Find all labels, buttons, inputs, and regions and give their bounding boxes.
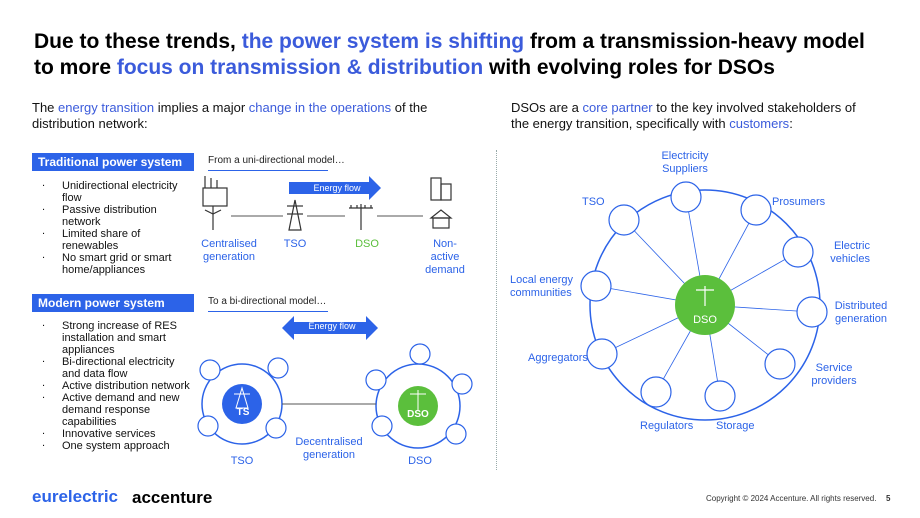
energy-flow-arrow <box>289 176 381 200</box>
stakeholder-service: Service providers <box>811 362 857 387</box>
page-title: Due to these trends, the power system is… <box>34 30 865 79</box>
solar-panel-icon <box>371 415 393 437</box>
non-active-demand-label: Non-active demand <box>425 238 465 276</box>
distribution-pole-icon <box>410 390 426 410</box>
transmission-tower-icon <box>287 199 303 231</box>
aggregators-icon <box>586 338 618 370</box>
stakeholder-distributed: Distributed generation <box>834 300 888 325</box>
modern-bullets: Strong increase of RES installation and … <box>42 317 192 452</box>
tso-label: TSO <box>283 238 307 250</box>
stakeholder-aggregators: Aggregators <box>528 352 588 364</box>
wind-turbine-icon <box>365 369 387 391</box>
list-item: Limited share of renewables <box>42 225 182 252</box>
tso-caption: TSO <box>230 455 254 467</box>
accenture-logo: accenture <box>132 488 213 507</box>
divider <box>208 311 328 312</box>
stakeholder-regulators: Regulators <box>640 420 694 432</box>
modern-diagram <box>197 316 473 449</box>
divider <box>208 170 328 171</box>
tso-icon <box>608 204 640 236</box>
stakeholder-ev: Electric vehicles <box>830 240 870 265</box>
wind-turbine-icon <box>204 206 222 230</box>
dso-center-label: DSO <box>407 409 429 420</box>
distributed-generation-icon <box>796 296 828 328</box>
traditional-label: Traditional power system <box>32 153 194 171</box>
list-item: Strong increase of RES installation and … <box>42 317 192 356</box>
traditional-diagram <box>202 176 453 231</box>
right-intro: DSOs are a core partner to the key invol… <box>511 100 856 131</box>
dso-center-label: DSO <box>693 314 717 326</box>
storage-icon <box>704 380 736 412</box>
service-providers-icon <box>764 348 796 380</box>
dso-caption: DSO <box>408 455 432 467</box>
transmission-tower-icon <box>234 386 250 409</box>
left-intro: The energy transition implies a major ch… <box>32 100 428 131</box>
wind-turbine-icon <box>197 415 219 437</box>
stakeholder-tso: TSO <box>582 196 605 208</box>
copyright: Copyright © 2024 Accenture. All rights r… <box>706 494 877 503</box>
bi-directional-label: To a bi-directional model… <box>208 296 327 307</box>
communities-icon <box>580 270 612 302</box>
dso-label: DSO <box>355 238 379 250</box>
ts-center <box>222 384 262 424</box>
car-icon <box>445 423 467 445</box>
stakeholder-storage: Storage <box>716 420 755 432</box>
battery-icon <box>199 359 221 381</box>
stakeholder-prosumers: Prosumers <box>772 196 826 208</box>
list-item: Active demand and new demand response ca… <box>42 389 192 428</box>
list-item: Bi-directional electricity and data flow <box>42 353 192 380</box>
bidirectional-energy-flow-arrow <box>282 316 378 340</box>
uni-directional-label: From a uni-directional model… <box>208 155 345 166</box>
list-item: Passive distribution network <box>42 201 182 228</box>
energy-flow-label: Energy flow <box>313 183 361 193</box>
stakeholder-suppliers: Electricity Suppliers <box>661 150 709 175</box>
house-icon <box>429 209 453 229</box>
energy-flow-label: Energy flow <box>308 321 356 331</box>
eurelectric-logo: eurelectric <box>32 487 118 506</box>
buildings-icon <box>267 357 289 379</box>
divider <box>496 150 497 470</box>
page-number: 5 <box>886 494 891 503</box>
list-item: Unidirectional electricity flow <box>42 177 182 204</box>
decentralised-generation-label: Decentralised generation <box>295 436 363 461</box>
stakeholder-communities: Local energy communities <box>510 274 573 299</box>
battery-icon <box>409 343 431 365</box>
list-item: No smart grid or smart home/appliances <box>42 249 182 276</box>
prosumers-icon <box>740 194 772 226</box>
buildings-icon <box>430 177 452 201</box>
list-item: One system approach <box>42 437 192 452</box>
buildings-icon <box>451 373 473 395</box>
electric-vehicle-icon <box>782 236 814 268</box>
centralised-generation-label: Centralised generation <box>201 238 257 263</box>
electricity-suppliers-icon <box>670 181 702 213</box>
modern-label: Modern power system <box>32 294 194 312</box>
solar-panel-icon <box>265 417 287 439</box>
factory-icon <box>202 176 228 207</box>
regulators-icon <box>640 376 672 408</box>
list-item: Active distribution network <box>42 377 192 392</box>
list-item: Innovative services <box>42 425 192 440</box>
traditional-bullets: Unidirectional electricity flow Passive … <box>42 177 182 276</box>
ts-label: TS <box>236 407 250 418</box>
stakeholder-diagram <box>580 181 828 421</box>
distribution-pole-icon <box>349 204 373 230</box>
distribution-pole-icon <box>696 286 714 306</box>
